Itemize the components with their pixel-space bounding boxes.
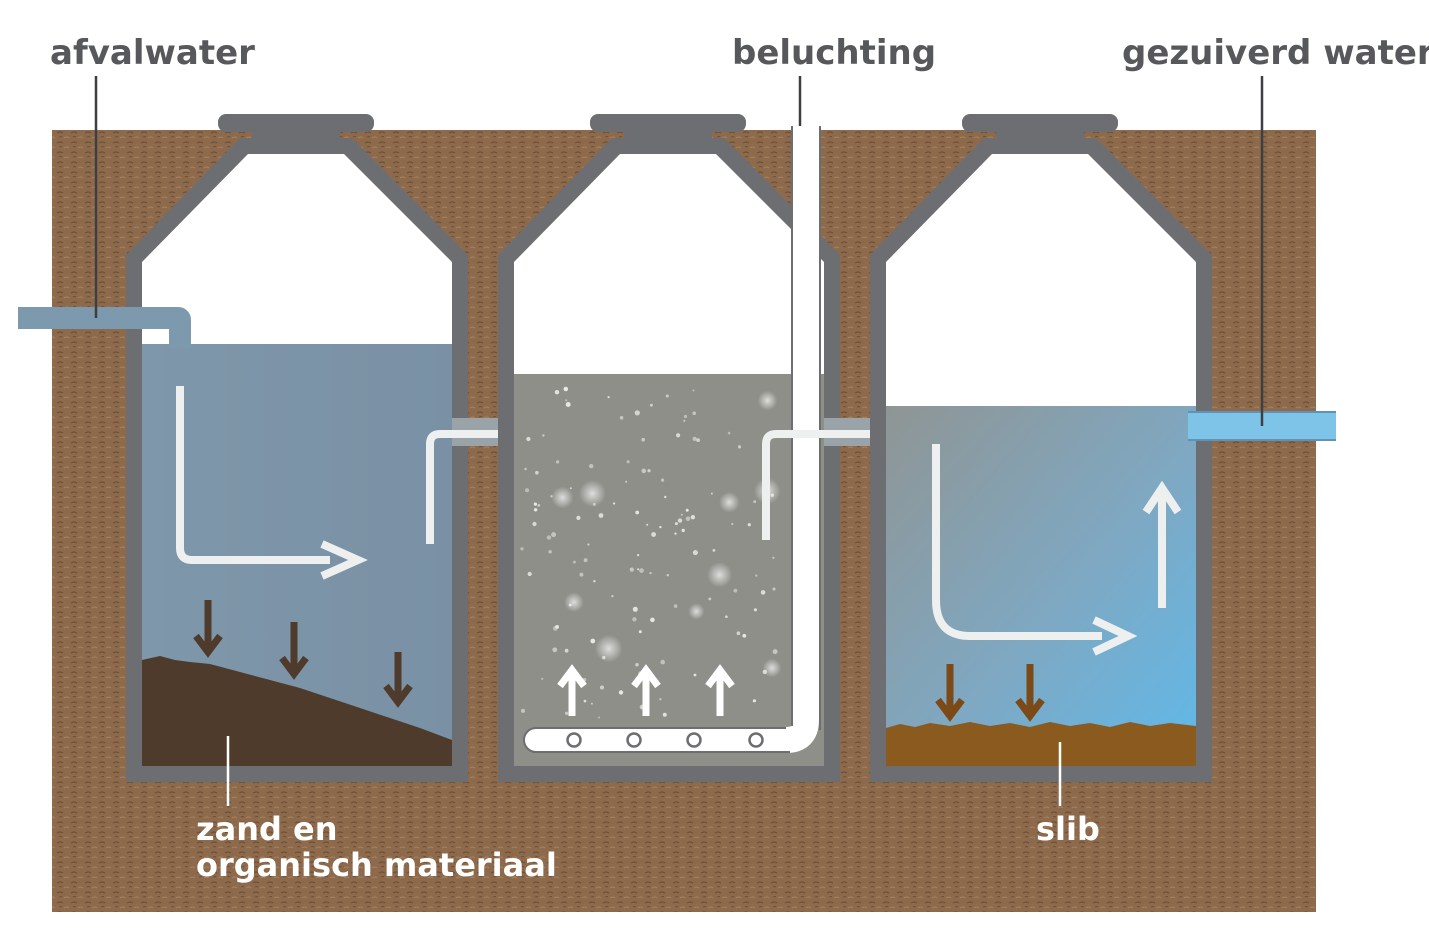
flow-arrow [176,386,330,564]
sludge-layer [886,722,1196,766]
label-inlet: afvalwater [50,33,255,73]
label-sludge: slib [1036,810,1100,848]
rise-arrow [557,664,735,716]
sink-arrow [935,664,1045,722]
rise-arrow [1142,480,1182,608]
aeration-pipe [529,113,819,753]
tank-2-lid [590,114,746,132]
tank-2 [498,113,840,782]
label-aeration: beluchting [732,33,936,73]
inlet-pipe [18,307,191,348]
label-outlet: gezuiverd water [1122,33,1429,73]
aeration-bubbles [520,386,782,719]
tank-1 [18,114,468,782]
sink-arrow [193,600,413,708]
tank-3 [870,114,1212,782]
label-sediment-1: zand en [196,810,338,848]
sediment-layer [142,656,452,766]
tank-3-lid [962,114,1118,132]
tank-1-lid [218,114,374,132]
label-sediment-2: organisch materiaal [196,846,557,884]
